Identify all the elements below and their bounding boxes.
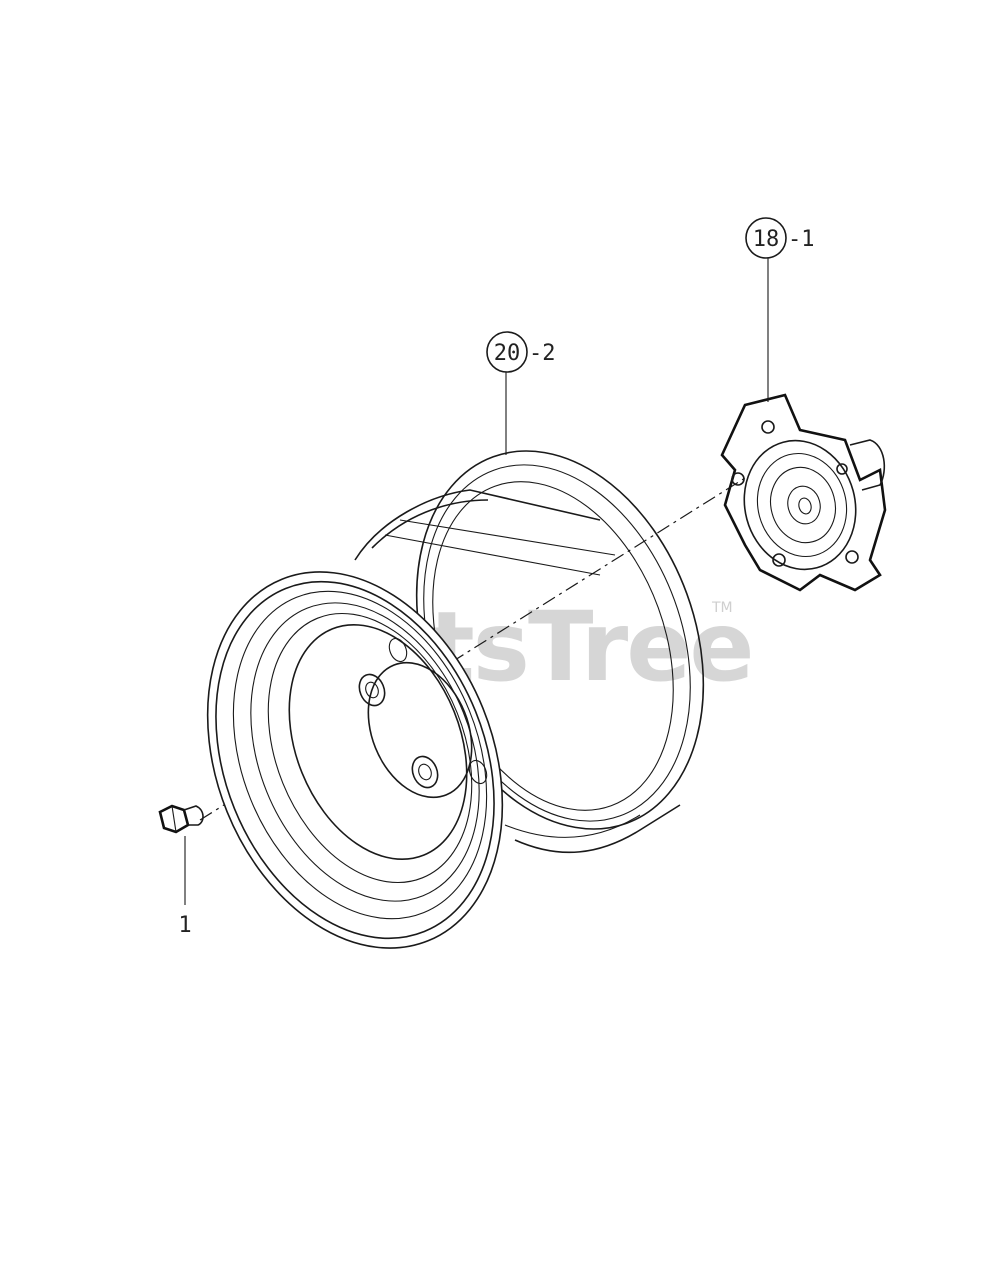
wheel-rim (206, 450, 705, 949)
watermark-trademark: TM (711, 600, 733, 616)
wheel-hub (720, 393, 887, 592)
wheel-bolt (158, 804, 204, 834)
callout-bolt-ref: 1 (178, 913, 191, 938)
callout-circle (745, 217, 787, 259)
callout-hub-qty: -1 (788, 227, 815, 252)
callout-hub-ref: 18 (753, 227, 780, 252)
callout-circle (486, 331, 528, 373)
callout-rim: 20 -2 (486, 331, 556, 373)
callout-bolt: 1 (178, 913, 191, 938)
callout-rim-ref: 20 (494, 341, 521, 366)
callout-hub: 18 -1 (745, 217, 815, 259)
callout-rim-qty: -2 (529, 341, 556, 366)
